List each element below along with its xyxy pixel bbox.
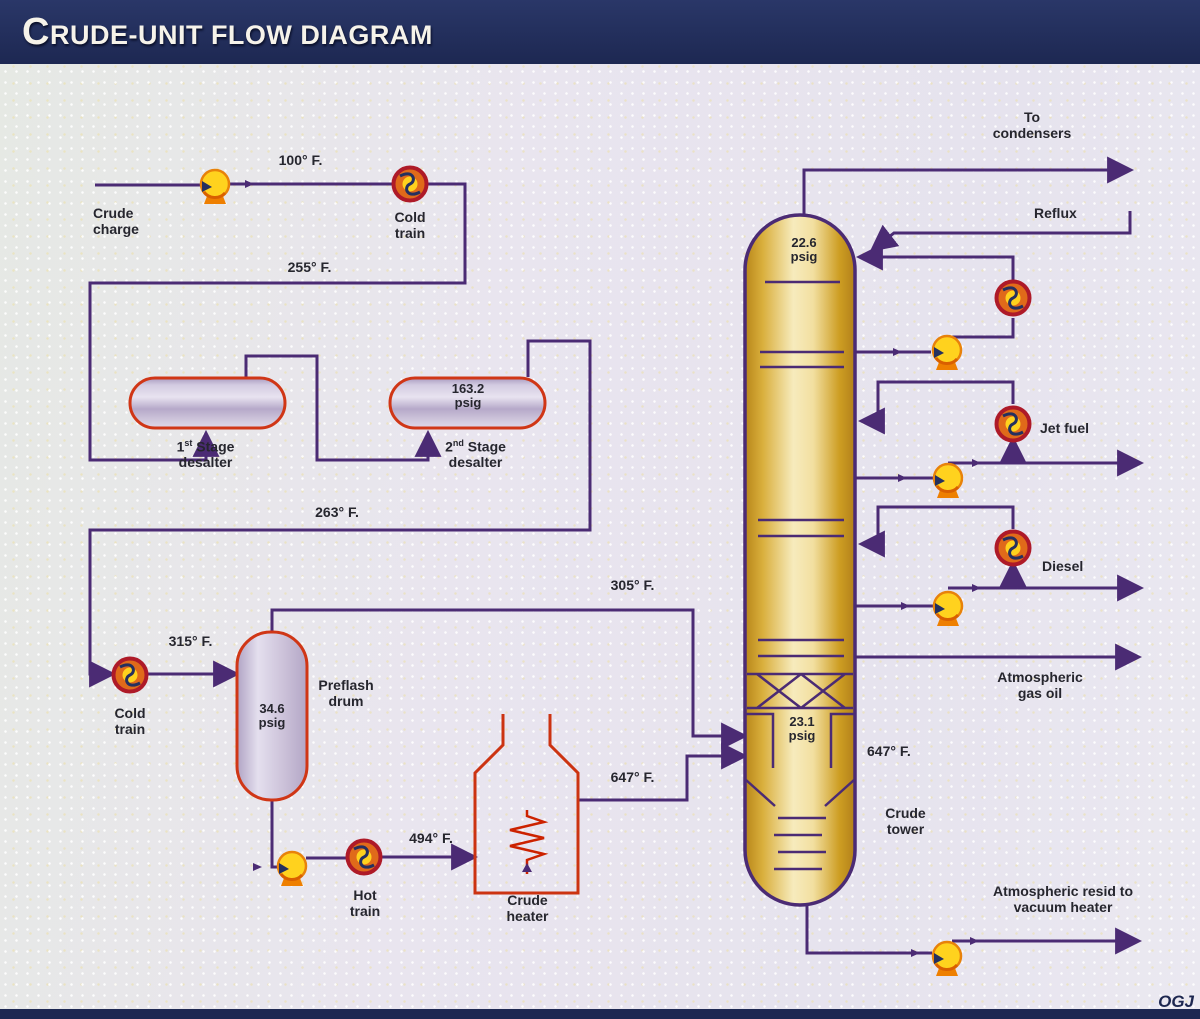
- pipe-desalter2-to-cold-train2: [88, 339, 592, 688]
- pipe-desalter1-to-desalter2: [244, 354, 442, 462]
- flow-arrow: [893, 348, 902, 356]
- heater-outline: [473, 714, 580, 895]
- exchanger-diesel-pumparound: [994, 529, 1032, 567]
- pressure-value: 22.6: [791, 235, 817, 250]
- label-temp-305: 305° F.: [610, 577, 655, 593]
- pipe-tower-overhead: [802, 156, 1135, 216]
- pressure-unit: psig: [788, 728, 816, 744]
- packing-section: [747, 672, 853, 710]
- label-atm-resid: Atmospheric resid to vacuum heater: [992, 883, 1134, 915]
- label-crude-charge: Crude charge: [93, 205, 139, 237]
- label-temp-315: 315° F.: [168, 633, 213, 649]
- pipe-top-pa-to-hx: [950, 318, 1015, 339]
- pump-preflash-bottoms: [276, 850, 308, 888]
- label-hot-train: Hot train: [349, 887, 381, 919]
- exchanger-cold-train-1: [391, 165, 429, 203]
- label-desalter2: 2nd Stage desalter: [418, 438, 533, 471]
- pressure-unit: psig: [790, 249, 818, 265]
- publisher-credit: OGJ: [1158, 992, 1194, 1011]
- label-reflux: Reflux: [1034, 205, 1077, 221]
- pipe-reflux: [869, 211, 1132, 252]
- label-cold-train-1: Cold train: [394, 209, 426, 241]
- pipe-jet-pa-return: [857, 380, 1015, 435]
- wash-zone-chevrons: [745, 779, 855, 807]
- label-tower-pressure-top: 22.6 psig: [770, 235, 838, 265]
- flow-arrow: [972, 459, 981, 467]
- label-preflash-pressure: 34.6 psig: [239, 701, 305, 731]
- flow-arrow: [253, 863, 262, 871]
- label-jet-fuel: Jet fuel: [1040, 420, 1090, 436]
- desalter2-line2: desalter: [448, 454, 503, 471]
- heater-coil: [509, 810, 549, 874]
- label-desalter1: 1st Stage desalter: [148, 438, 263, 471]
- pump-top-pumparound: [931, 334, 963, 372]
- label-temp-647-tower: 647° F.: [867, 743, 911, 759]
- flow-arrow: [911, 949, 920, 957]
- label-temp-100: 100° F.: [278, 152, 323, 168]
- pipe-preflash-overhead-to-tower: [270, 608, 749, 750]
- desalter2-vessel: [388, 376, 547, 430]
- flow-arrows: [245, 180, 981, 957]
- crude-tower-vessel: [743, 213, 857, 907]
- label-cold-train-2: Cold train: [114, 705, 146, 737]
- label-crude-tower: Crude tower: [885, 805, 926, 837]
- flow-arrow: [972, 584, 981, 592]
- pipe-preflash-bottoms: [270, 800, 277, 869]
- pipe-diesel-pa-return: [857, 505, 1015, 558]
- flow-arrow: [245, 180, 254, 188]
- label-crude-heater: Crude heater: [506, 892, 549, 924]
- flow-arrow: [970, 937, 979, 945]
- preflash-drum-vessel: [235, 630, 309, 802]
- piping: [88, 156, 1145, 955]
- pump-crude-charge: [199, 168, 231, 206]
- page-title: CRUDE-UNIT FLOW DIAGRAM: [22, 10, 433, 53]
- label-temp-255: 255° F.: [287, 259, 332, 275]
- flow-arrow: [898, 474, 907, 482]
- pipe-cold-train-to-desalter1: [88, 182, 467, 462]
- pipe-top-pa-return: [855, 243, 1015, 280]
- pump-jet-fuel: [932, 462, 964, 500]
- pressure-unit: psig: [454, 395, 482, 411]
- desalter2-num: 2: [445, 438, 453, 455]
- label-desalter2-pressure: 163.2 psig: [418, 381, 518, 411]
- exchanger-cold-train-2: [111, 656, 149, 694]
- pipe-heater-to-tower: [578, 742, 749, 802]
- heater-coil-arrow: [522, 863, 532, 872]
- bottom-rule: [0, 1009, 1200, 1019]
- stripping-trays: [774, 816, 826, 871]
- desalter2-word: Stage: [467, 438, 506, 455]
- desalter1-word: Stage: [196, 438, 235, 455]
- desalter1-line2: desalter: [178, 454, 233, 471]
- desalter1-vessel: [128, 376, 287, 430]
- label-preflash-drum: Preflash drum: [318, 677, 374, 709]
- crude-heater-furnace: [473, 714, 580, 895]
- pressure-value: 23.1: [789, 714, 815, 729]
- flash-zone-baffles: [746, 712, 854, 768]
- label-tower-pressure-flash: 23.1 psig: [770, 714, 834, 744]
- title-bar: CRUDE-UNIT FLOW DIAGRAM: [0, 0, 1200, 64]
- pressure-value: 34.6: [259, 701, 285, 716]
- tower-internals: [745, 280, 855, 871]
- pressure-unit: psig: [258, 715, 286, 731]
- pressure-value: 163.2: [451, 381, 485, 396]
- label-diesel: Diesel: [1042, 558, 1084, 574]
- label-temp-263: 263° F.: [315, 504, 359, 520]
- pump-diesel: [932, 590, 964, 628]
- desalter1-num: 1: [176, 438, 185, 455]
- exchanger-hot-train: [345, 838, 383, 876]
- label-to-condensers: To condensers: [992, 109, 1072, 141]
- pipe-resid-bottoms: [805, 903, 932, 955]
- exchanger-top-pumparound: [994, 279, 1032, 317]
- pump-atm-resid: [931, 940, 963, 978]
- exchanger-jet-pumparound: [994, 405, 1032, 443]
- label-temp-647-heater: 647° F.: [610, 769, 655, 785]
- desalter2-ordinal: nd: [452, 438, 464, 448]
- label-temp-494: 494° F.: [409, 830, 453, 846]
- label-atm-gas-oil: Atmospheric gas oil: [997, 669, 1083, 701]
- flow-arrow: [901, 602, 910, 610]
- desalter1-ordinal: st: [184, 438, 193, 448]
